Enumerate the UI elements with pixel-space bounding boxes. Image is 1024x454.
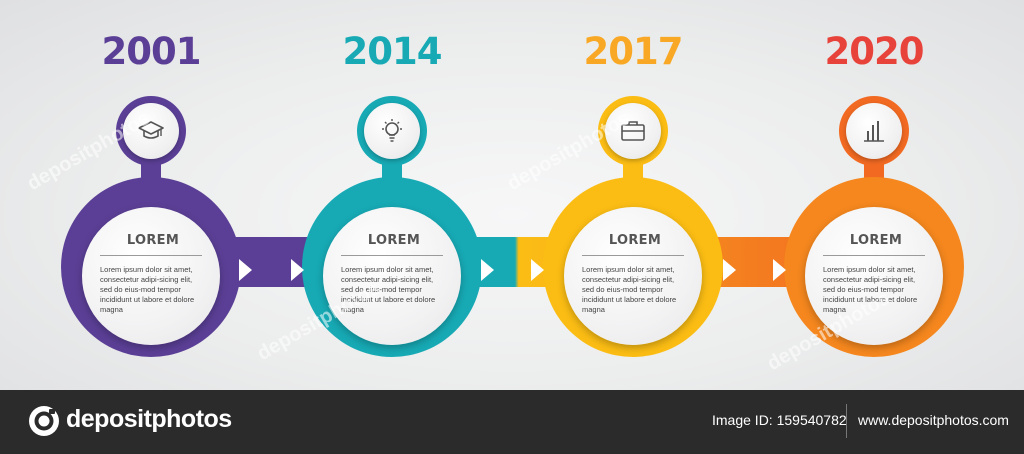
step-title: LOREM xyxy=(608,233,662,248)
step-title: LOREM xyxy=(126,233,180,248)
image-id-text: Image ID: 159540782 xyxy=(712,412,847,428)
step-description: Lorem ipsum dolor sit amet, consectetur … xyxy=(341,265,436,314)
arrow-icon xyxy=(481,259,494,281)
divider xyxy=(823,255,925,256)
divider xyxy=(582,255,684,256)
graduation-cap-icon xyxy=(138,121,164,139)
step-title: LOREM xyxy=(367,233,421,248)
lightbulb-icon xyxy=(382,119,402,142)
arrow-icon xyxy=(531,259,544,281)
year-label-2020: 2020 xyxy=(824,30,925,73)
connector-band xyxy=(150,237,880,287)
icon-disc-2 xyxy=(364,103,420,159)
site-link[interactable]: www.depositphotos.com xyxy=(858,412,1009,428)
arrow-icon xyxy=(773,259,786,281)
icon-disc-1 xyxy=(123,103,179,159)
brand-name[interactable]: depositphotos xyxy=(66,405,232,433)
briefcase-icon xyxy=(621,121,645,141)
step-title: LOREM xyxy=(849,233,903,248)
step-description: Lorem ipsum dolor sit amet, consectetur … xyxy=(823,265,918,314)
divider xyxy=(100,255,202,256)
arrow-icon xyxy=(239,259,252,281)
step-card-4: LOREM Lorem ipsum dolor sit amet, consec… xyxy=(805,207,943,345)
arrow-icon xyxy=(291,259,304,281)
arrow-icon xyxy=(723,259,736,281)
year-label-2014: 2014 xyxy=(342,30,443,73)
year-label-2017: 2017 xyxy=(583,30,684,73)
icon-disc-3 xyxy=(605,103,661,159)
step-description: Lorem ipsum dolor sit amet, consectetur … xyxy=(582,265,677,314)
icon-disc-4 xyxy=(846,103,902,159)
stock-footer-bar: depositphotos Image ID: 159540782 www.de… xyxy=(0,390,1024,454)
step-card-1: LOREM Lorem ipsum dolor sit amet, consec… xyxy=(82,207,220,345)
footer-divider xyxy=(846,404,847,438)
step-description: Lorem ipsum dolor sit amet, consectetur … xyxy=(100,265,195,314)
infographic-canvas: 2001 2014 2017 2020 LORE xyxy=(0,0,1024,390)
divider xyxy=(341,255,443,256)
camera-logo-icon xyxy=(29,406,59,436)
step-card-2: LOREM Lorem ipsum dolor sit amet, consec… xyxy=(323,207,461,345)
step-card-3: LOREM Lorem ipsum dolor sit amet, consec… xyxy=(564,207,702,345)
bar-chart-icon xyxy=(864,121,884,142)
year-label-2001: 2001 xyxy=(101,30,202,73)
